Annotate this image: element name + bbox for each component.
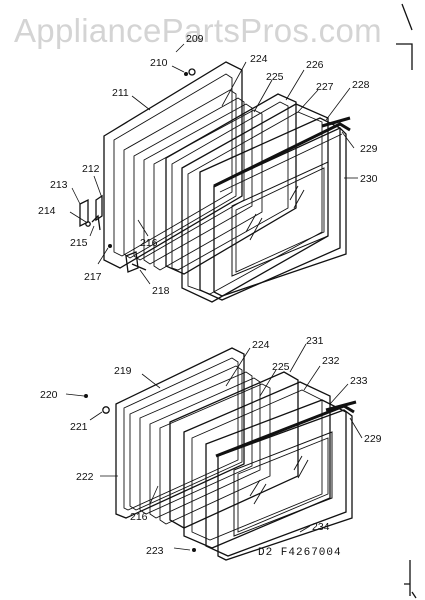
glass-panel-227	[181, 103, 329, 303]
callout-222: 222	[76, 471, 94, 483]
callout-225: 225	[266, 71, 284, 83]
callout-219: 219	[114, 365, 132, 377]
callout-221: 221	[70, 421, 88, 433]
callout-224-lower: 224	[252, 339, 270, 351]
callout-216-lower: 216	[130, 511, 148, 523]
callout-209: 209	[186, 33, 204, 45]
outer-door-frame-230	[213, 122, 351, 297]
lower-door-assembly	[84, 347, 357, 561]
callout-228: 228	[352, 79, 370, 91]
callout-231: 231	[306, 335, 324, 347]
door-handle-229	[321, 116, 351, 128]
clip-218	[125, 251, 147, 273]
screw-217	[108, 244, 112, 248]
screw-220	[84, 394, 88, 398]
screw-214	[85, 221, 91, 227]
lower-panel-225	[169, 371, 299, 529]
callout-213: 213	[50, 179, 68, 191]
lower-leader-lines	[65, 343, 363, 551]
callout-218: 218	[152, 285, 170, 297]
screw-209	[188, 68, 196, 76]
callout-230: 230	[360, 173, 378, 185]
callout-232: 232	[322, 355, 340, 367]
callout-216: 216	[140, 237, 158, 249]
callout-212: 212	[82, 163, 100, 175]
upper-callouts: 209 210 211 212 213 214 215 216 217 218 …	[38, 33, 378, 297]
callout-233: 233	[350, 375, 368, 387]
inner-door-frame-219	[115, 347, 245, 519]
callout-226: 226	[306, 59, 324, 71]
callout-214: 214	[38, 205, 56, 217]
callout-215: 215	[70, 237, 88, 249]
screw-223	[192, 548, 196, 552]
callout-220: 220	[40, 389, 58, 401]
lower-door-handle-229	[325, 400, 357, 412]
outer-panel-233	[205, 399, 347, 557]
callout-224: 224	[250, 53, 268, 65]
callout-210: 210	[150, 57, 168, 69]
callout-211: 211	[112, 87, 129, 99]
lower-insulation-panels-216	[129, 365, 271, 525]
callout-229-upper: 229	[360, 143, 378, 155]
callout-217: 217	[84, 271, 102, 283]
hinge-212	[95, 194, 103, 222]
model-code: D2 F4267004	[258, 547, 342, 559]
callout-225-lower: 225	[272, 361, 290, 373]
lower-callouts: 219 220 221 222 216 223 224 225 231 232 …	[40, 335, 382, 557]
callout-227: 227	[316, 81, 334, 93]
bracket-215	[91, 214, 101, 231]
watermark: AppliancePartsPros.com	[14, 12, 382, 49]
glass-panel-232	[183, 381, 331, 549]
callout-223: 223	[146, 545, 164, 557]
inner-door-frame-211	[103, 61, 243, 269]
upper-leader-lines	[69, 43, 358, 285]
panel-225	[165, 93, 297, 275]
washer-221	[102, 406, 110, 414]
upper-door-assembly	[79, 61, 351, 303]
outer-panel-228	[199, 117, 341, 301]
callout-234: 234	[312, 521, 330, 533]
callout-229-lower: 229	[364, 433, 382, 445]
